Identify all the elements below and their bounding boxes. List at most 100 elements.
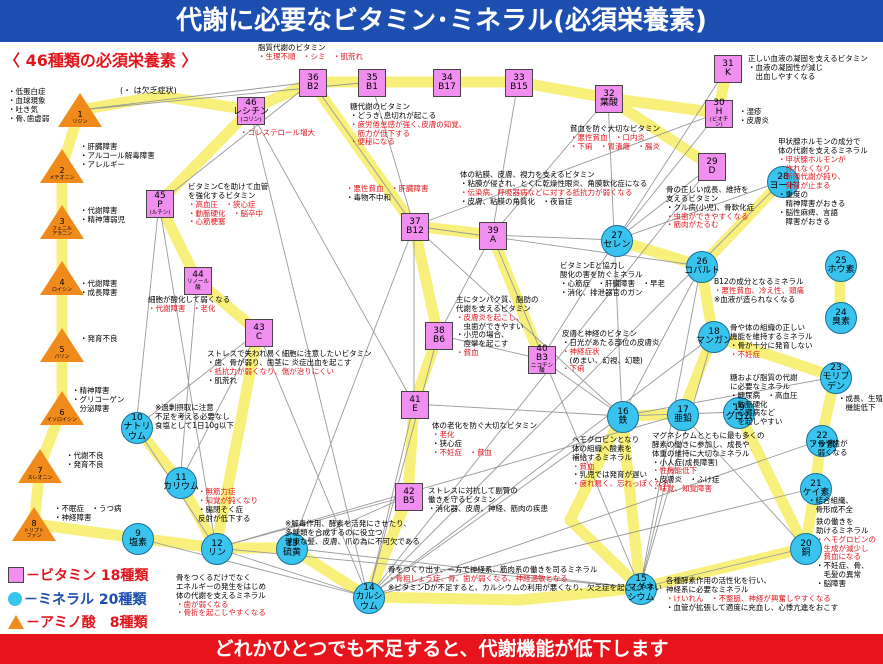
node-number: 13 (286, 538, 298, 549)
node-name: 塩素 (128, 538, 147, 548)
connector-line (491, 234, 641, 589)
symptom-line: ・日光があたる部位の皮膚炎 (562, 337, 660, 347)
description-d_fe: ヘモグロビンとなり体の組織へ酸素を補給するミネラル・貧血・乳児では発育が遅い・疲… (572, 435, 670, 489)
symptom-line-red: ・歯が弱くなる (176, 599, 229, 609)
symptom-line: ・神経障害 (54, 512, 92, 522)
node-name: マンガン (696, 336, 733, 346)
legend-triangle-icon (8, 615, 24, 629)
node-name: メチオニン (49, 174, 75, 181)
symptom-line: 虫歯ができやすい (456, 321, 524, 331)
node-name: コバルト (684, 266, 721, 276)
node-name: B6 (433, 335, 445, 345)
connector-line (681, 413, 806, 549)
symptom-line: に必要なミネラル (730, 381, 790, 391)
symptom-line: ・低蛋白症 (8, 87, 46, 96)
node-subname: (ビオチン) (709, 116, 729, 129)
symptom-line: 酸化の害を防ぐミネラル (560, 269, 643, 279)
symptom-line-red: ・代謝障害 ・老化 (148, 303, 216, 313)
symptom-line: ※ビタミンDが不足すると、カルシウムの利用が悪くなり、欠乏症を起こしやすい (388, 582, 662, 592)
symptom-line: ・毒物不中和 (346, 192, 391, 202)
connector-line (367, 415, 623, 598)
symptom-line: 骨をつくり出す、一方で神経系、筋肉系の働きを司るミネラル (388, 565, 598, 574)
node-name: バリン (54, 353, 70, 360)
node-number: 28 (777, 171, 789, 182)
node-name: レシチン (233, 107, 270, 118)
symptom-line: 障害がおきる (778, 216, 831, 226)
description-d_linoleic: 細胞が酸化して弱くなる・代謝障害 ・老化 (148, 295, 230, 314)
node-name: ヨード (769, 181, 797, 191)
node-number: 6 (59, 408, 65, 418)
symptom-line: ・心筋症 ・肝臓障害 ・早老 (560, 278, 665, 288)
symptom-line: 甲状腺ホルモンの成分で (778, 137, 861, 146)
symptom-line: ・代謝障害 (80, 206, 118, 215)
symptom-line: ・狭心症 (432, 438, 462, 448)
legend-square-icon (8, 567, 24, 583)
symptom-line: ・結合組織、 (808, 496, 853, 505)
deficiency-note: (・ は欠乏症状) (120, 86, 177, 95)
description-d_na: ※過剰摂取に注意不足を考える必要なし食塩として1日10g以下 (155, 403, 234, 431)
node-number: 11 (175, 472, 187, 483)
symptom-line: ・湿疹 (739, 107, 762, 116)
connector-line (540, 239, 617, 360)
connector-line (413, 112, 719, 227)
description-d_lecithin: ・コレステロール増大 (240, 128, 315, 138)
node-number: 36 (307, 72, 319, 83)
description-d_co: B12の成分となるミネラル・悪性貧血、冷え性、頭痛※血液が造られなくなる (714, 277, 804, 305)
symptom-line: ・粘膜が侵され、とくに乾燥性眼炎、角膜軟化症になる (460, 178, 648, 188)
node-number: 23 (830, 362, 842, 373)
symptom-line: 貧血を防ぐ大切なビタミン (570, 124, 660, 133)
symptom-line: 骨をつくるだけでなく (176, 573, 251, 582)
symptom-line-red: ・抵抗力が弱くなり、傷が治りにくい (207, 366, 335, 376)
symptom-line: ・不眠症 ・うつ病 (54, 504, 122, 513)
description-d_se: ビタミンEと協力し酸化の害を防ぐミネラル・心筋症 ・肝臓障害 ・早老・消化、排泄… (560, 261, 665, 297)
description-d_iodine: 甲状腺ホルモンの成分で体の代謝を支えるミネラル・甲状腺ホルモンが 作れなくなり・… (778, 137, 868, 226)
symptom-line-red: ・コレステロール増大 (240, 128, 315, 137)
symptom-line: 不足を考える必要なし (155, 411, 230, 421)
node-number: 39 (487, 225, 499, 236)
connector-line (615, 112, 719, 241)
symptom-line: ・血管が拡張して適度に充血し、心悸亢進をおこす (666, 602, 839, 612)
description-d_amino7: ・代謝不良・発育不良 (66, 451, 104, 470)
node-number: 24 (835, 307, 847, 318)
symptom-line: 反射が低下する (198, 513, 251, 523)
node-number: 38 (433, 325, 445, 336)
connector-line (136, 537, 369, 598)
node-number: 46 (245, 97, 257, 108)
node-number: 44 (192, 269, 204, 280)
node-number: 8 (31, 519, 37, 529)
node-number: 21 (810, 478, 822, 489)
symptom-line-red: 生成が減少し (816, 543, 869, 553)
symptom-line: ・アルコール解毒障害 (80, 150, 155, 160)
node-number: 30 (713, 97, 725, 108)
description-d_h: ・湿疹・皮膚炎 (739, 107, 769, 126)
connector-line (437, 234, 493, 336)
symptom-line: 酵素の働きに参加し、成長や (652, 439, 750, 449)
node-number: 17 (677, 404, 689, 415)
node-name: 葉酸 (599, 98, 618, 108)
node-number: 42 (403, 486, 415, 497)
description-d_amino4: ・代謝障害・成長障害 (80, 279, 118, 298)
connector-line (413, 225, 623, 417)
node-name: マグネ シウム (627, 583, 655, 603)
connector-line (290, 225, 415, 549)
symptom-line: ※血液が造られなくなる (714, 294, 796, 304)
symptom-line: 助けるミネラル (816, 525, 869, 535)
symptom-line: 健康な髪、皮膚、爪の為に不可欠である (285, 536, 420, 546)
symptom-line-red: ・不妊症 ・貧血 (432, 447, 492, 457)
symptom-line-red: ・高血圧 ・狭心症 (188, 199, 256, 209)
node-name: 硫黄 (282, 548, 301, 558)
node-name: トリプト ファン (23, 527, 44, 539)
symptom-line: 痙攣を起こす (456, 339, 509, 349)
node-number: 15 (635, 573, 647, 584)
symptom-line: ストレスに対抗して副腎の (428, 486, 518, 495)
